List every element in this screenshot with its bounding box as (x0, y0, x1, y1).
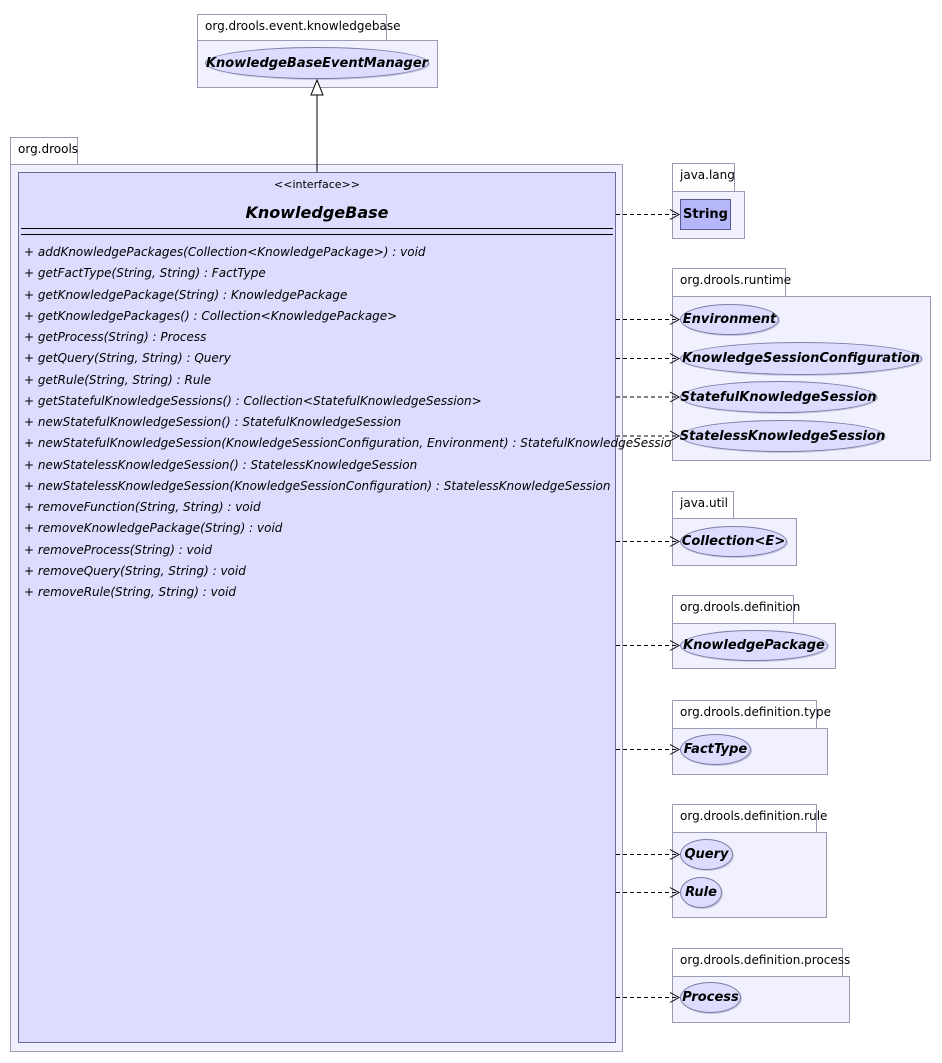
interface-collection-e[interactable]: Collection<E> (680, 526, 787, 557)
interface-facttype[interactable]: FactType (680, 734, 751, 765)
dependency-arrowhead (669, 430, 681, 442)
package-tab-org-drools: org.drools (10, 137, 78, 164)
method-item[interactable]: + addKnowledgePackages(Collection<Knowle… (24, 245, 426, 259)
interface-query[interactable]: Query (680, 839, 733, 870)
method-item[interactable]: + removeRule(String, String) : void (24, 585, 237, 599)
generalization-arrowhead (310, 78, 324, 96)
interface-environment[interactable]: Environment (680, 304, 779, 335)
dependency-arrowhead (669, 391, 681, 403)
method-item[interactable]: + newStatefulKnowledgeSession(KnowledgeS… (24, 436, 679, 451)
method-item[interactable]: + getKnowledgePackage(String) : Knowledg… (24, 287, 348, 302)
method-divider (21, 234, 613, 235)
method-item[interactable]: + getProcess(String) : Process (24, 330, 207, 344)
dependency-arrowhead (669, 992, 681, 1003)
package-tab-java-lang: java.lang (672, 163, 735, 191)
method-item[interactable]: + getKnowledgePackages() : Collection<Kn… (24, 308, 398, 323)
method-item[interactable]: + removeProcess(String) : void (24, 542, 212, 557)
dependency-arrowhead (669, 849, 681, 860)
method-item[interactable]: + removeQuery(String, String) : void (24, 563, 246, 578)
interface-rule[interactable]: Rule (680, 877, 722, 908)
method-item[interactable]: + getStatefulKnowledgeSessions() : Colle… (24, 393, 482, 408)
method-item[interactable]: + newStatelessKnowledgeSession() : State… (24, 457, 418, 472)
package-tab-org-drools-definition-type: org.drools.definition.type (672, 700, 831, 728)
method-item[interactable]: + getFactType(String, String) : FactType (24, 266, 266, 281)
interface-statelessknowledgesession[interactable]: StatelessKnowledgeSession (680, 420, 885, 452)
package-tab-org-drools-definition-process: org.drools.definition.process (672, 948, 850, 976)
dependency-arrowhead (669, 744, 681, 755)
interface-process[interactable]: Process (680, 982, 741, 1013)
dependency-arrowhead (669, 314, 681, 325)
package-tab-org-drools-definition: org.drools.definition (672, 595, 800, 623)
interface-knowledgepackage[interactable]: KnowledgePackage (680, 630, 828, 661)
method-item[interactable]: + removeKnowledgePackage(String) : void (24, 521, 283, 536)
method-item[interactable]: + getRule(String, String) : Rule (24, 372, 212, 387)
stereotype-label: <<interface>> (274, 178, 360, 191)
package-tab-java-util: java.util (672, 491, 734, 518)
interface-statefulknowledgesession[interactable]: StatefulKnowledgeSession (680, 381, 877, 413)
dependency-arrowhead (669, 536, 681, 547)
interface-knowledgesessionconfiguration[interactable]: KnowledgeSessionConfiguration (680, 342, 922, 375)
class-knowledgebase[interactable]: <<interface>> KnowledgeBase + addKnowled… (18, 172, 679, 1043)
class-string[interactable]: String (680, 199, 731, 230)
dependency-arrowhead (669, 209, 681, 220)
class-title: KnowledgeBase (245, 203, 389, 222)
method-item[interactable]: + getQuery(String, String) : Query (24, 351, 231, 366)
dependency-arrowhead (669, 640, 681, 651)
interface-knowledgebase-event-manager[interactable]: KnowledgeBaseEventManager (205, 47, 429, 79)
attribute-divider (21, 228, 613, 229)
package-tab-org-drools-runtime: org.drools.runtime (672, 268, 791, 296)
dependency-arrowhead (669, 353, 681, 364)
method-item[interactable]: + removeFunction(String, String) : void (24, 500, 261, 514)
method-item[interactable]: + newStatefulKnowledgeSession() : Statef… (24, 415, 402, 429)
package-tab-org-drools-definition-rule: org.drools.definition.rule (672, 804, 827, 832)
package-tab-event-knowledgebase: org.drools.event.knowledgebase (197, 14, 401, 40)
method-item[interactable]: + newStatelessKnowledgeSession(Knowledge… (24, 478, 611, 493)
dependency-arrowhead (669, 887, 681, 898)
